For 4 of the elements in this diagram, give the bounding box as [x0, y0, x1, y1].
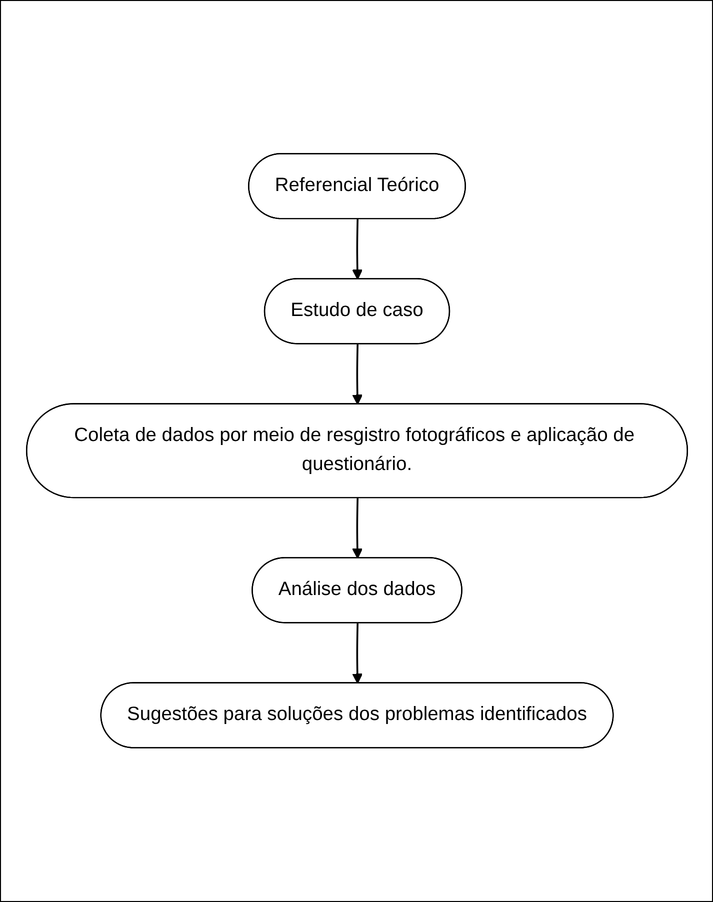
arrow: [352, 344, 362, 406]
arrow: [352, 219, 362, 280]
arrow: [352, 498, 362, 560]
arrow: [352, 624, 362, 684]
